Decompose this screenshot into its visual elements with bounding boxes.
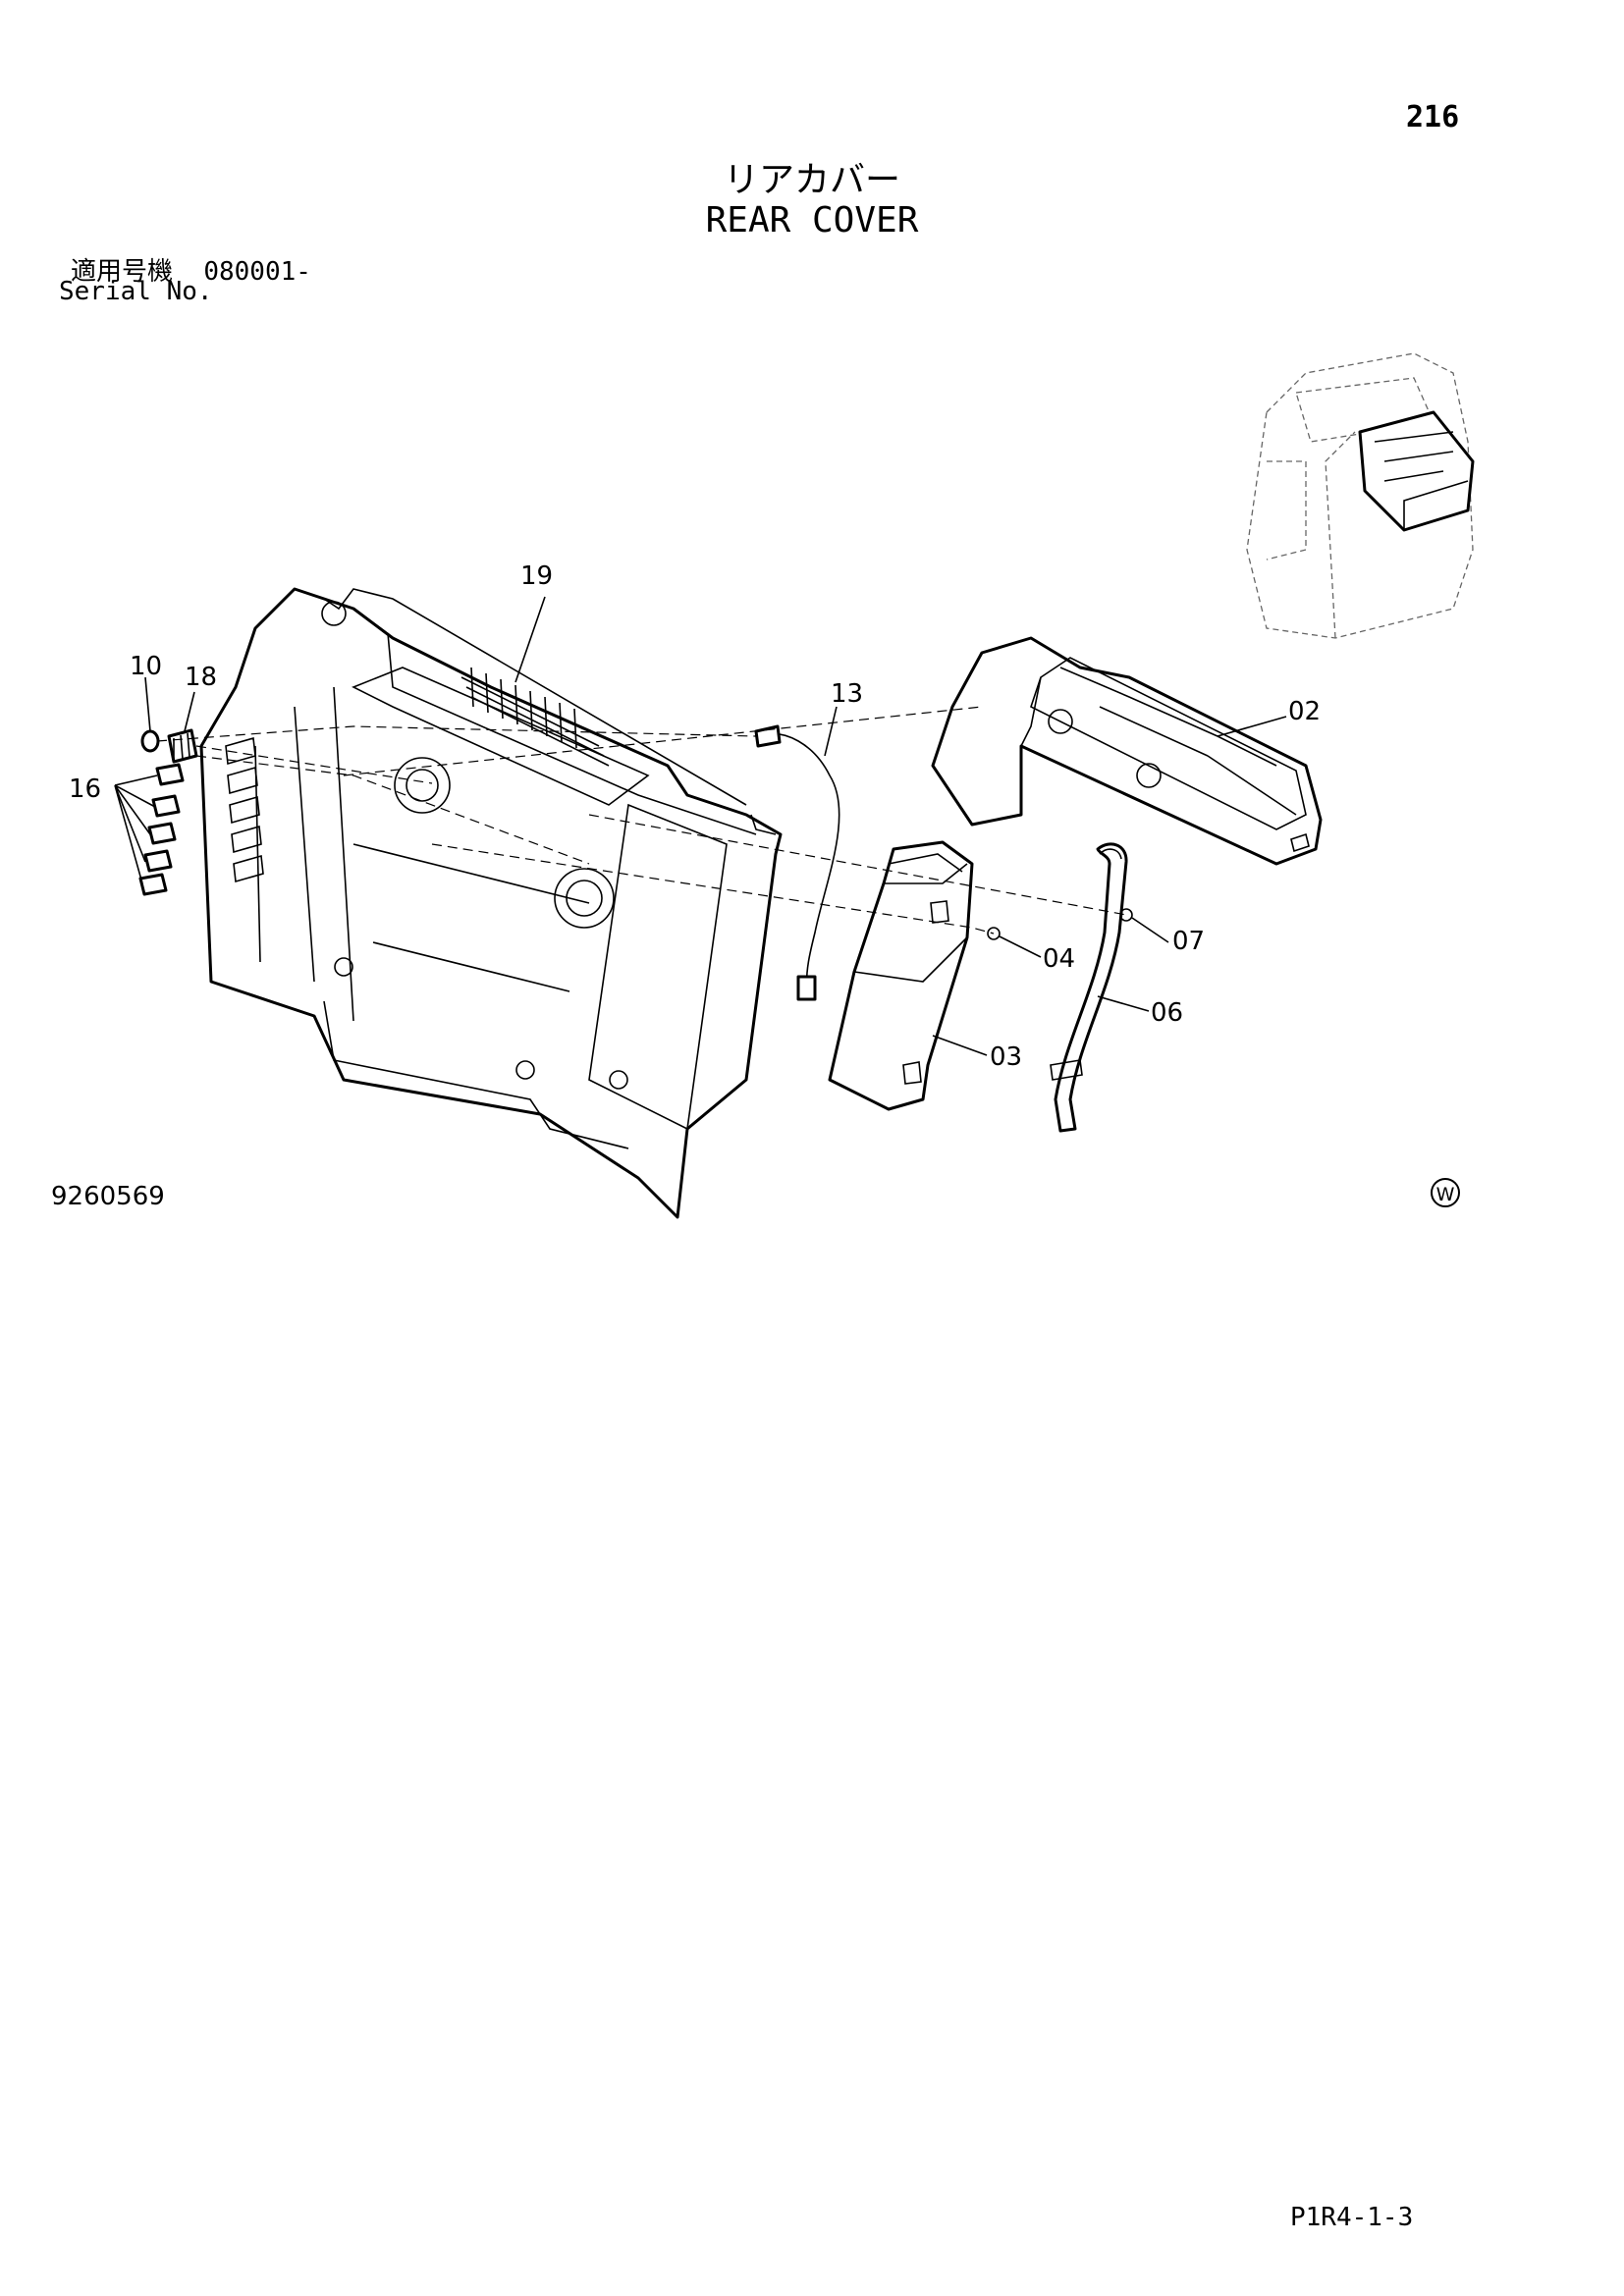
serial-label-en: Serial No. (59, 277, 213, 306)
callout-03: 03 (990, 1042, 1022, 1072)
circled-w-mark: W (1431, 1178, 1460, 1207)
callout-10: 10 (130, 652, 162, 681)
serial-value: 080001- (203, 257, 311, 287)
part-18-grommet (167, 728, 198, 764)
part-02-cover (931, 636, 1323, 866)
page-code: P1R4-1-3 (1290, 2203, 1414, 2232)
callout-13: 13 (831, 679, 863, 709)
callout-07: 07 (1172, 927, 1205, 956)
part-03-cover (828, 840, 974, 1111)
callout-06: 06 (1151, 998, 1183, 1028)
callout-18: 18 (185, 663, 217, 692)
serial-range: 適用号機 080001- (71, 251, 311, 288)
part-13-harness (754, 724, 840, 1001)
page-number: 216 (1406, 100, 1460, 134)
locator-cab-view (1246, 352, 1475, 639)
part-16-caps (138, 763, 185, 896)
callout-16: 16 (69, 774, 101, 804)
figure-id: 9260569 (51, 1182, 165, 1211)
assembly-lines (156, 706, 1127, 934)
callout-04: 04 (1043, 944, 1075, 974)
page-title-jp: リアカバー (723, 160, 900, 200)
callout-02: 02 (1288, 697, 1321, 726)
part-04-washer (987, 927, 1001, 940)
part-06-hose (1050, 842, 1128, 1133)
page-title-en: REAR COVER (705, 200, 919, 240)
callout-19: 19 (520, 561, 553, 591)
serial-label-jp: 適用号機 (71, 257, 174, 287)
leader-lines (114, 596, 1287, 1056)
part-19-rear-cover (199, 587, 783, 1219)
part-10-plug (140, 729, 160, 753)
